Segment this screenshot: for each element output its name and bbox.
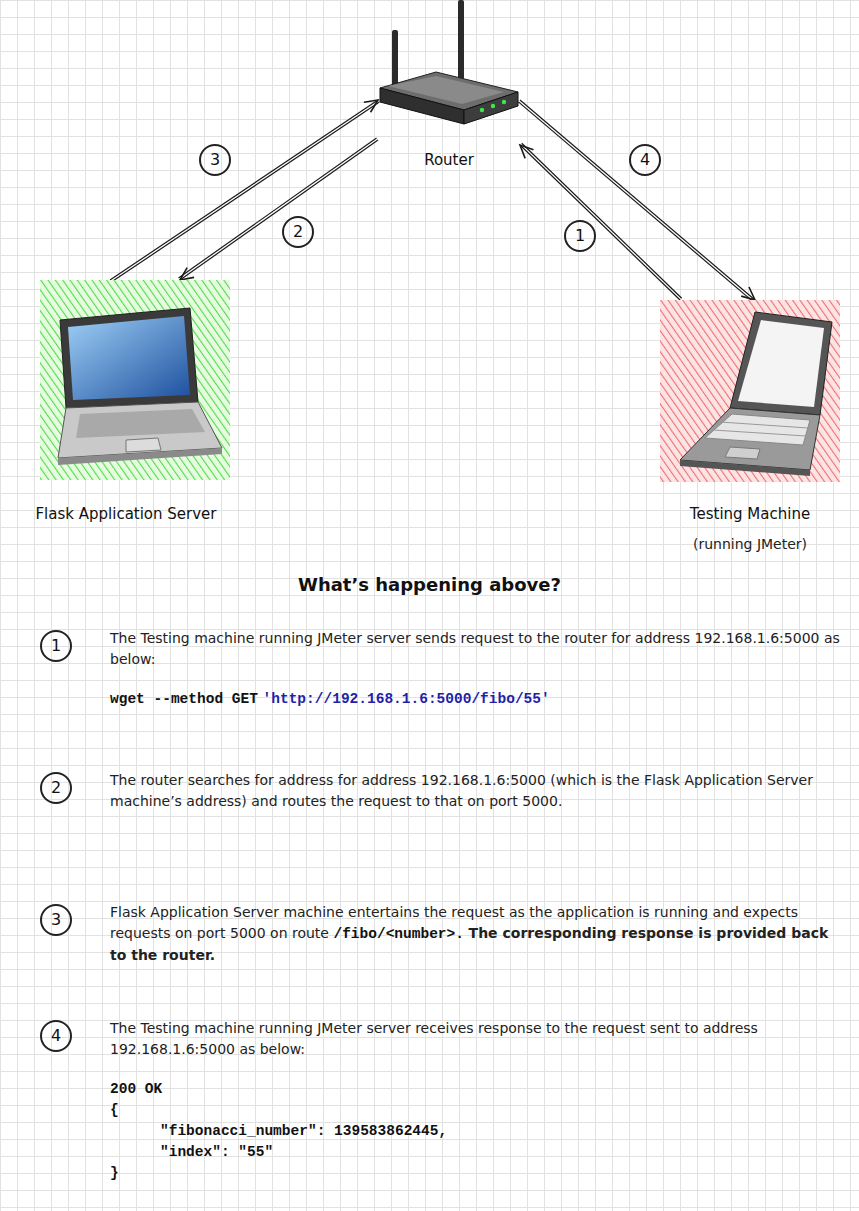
step-sentence: The Testing machine running JMeter serve… [110, 630, 840, 667]
code-line: "fibonacci_number": 139583862445, [110, 1120, 845, 1141]
step-paragraph: The Testing machine running JMeter serve… [110, 1018, 845, 1060]
step-text: The Testing machine running JMeter serve… [110, 1018, 845, 1183]
code-text: "index": "55" [160, 1144, 273, 1160]
router-illustration [378, 0, 520, 128]
code-line: wget --method GET 'http://192.168.1.6:500… [110, 688, 845, 709]
code-text: "fibonacci_number": 139583862445, [160, 1123, 447, 1139]
code-text: } [110, 1165, 119, 1181]
callout-number: 2 [282, 216, 314, 248]
code-block: 200 OK { "fibonacci_number": 139583862445,… [110, 1078, 845, 1183]
callout-number: 3 [199, 144, 231, 176]
step-paragraph: The router searches for address for addr… [110, 770, 845, 812]
laptop-illustration [660, 300, 840, 482]
section-heading: What’s happening above? [0, 574, 859, 595]
connector-arrow [110, 100, 379, 282]
connector-arrow [179, 138, 378, 280]
code-text: { [110, 1102, 119, 1118]
connector-arrow [518, 100, 755, 302]
callout-number: 4 [629, 144, 661, 176]
code-text: 200 OK [110, 1081, 162, 1097]
step-paragraph: Flask Application Server machine enterta… [110, 902, 845, 966]
code-line: { [110, 1099, 845, 1120]
laptop-illustration [40, 280, 230, 480]
step-text: Flask Application Server machine enterta… [110, 902, 845, 966]
device-label: Flask Application Server [10, 504, 242, 524]
device-node: Testing Machine (running JMeter) [655, 300, 845, 554]
code-block: wget --method GET 'http://192.168.1.6:500… [110, 688, 845, 709]
device-label: Router [378, 150, 520, 170]
step-paragraph: The Testing machine running JMeter serve… [110, 628, 845, 670]
code-text: wget --method GET [110, 691, 258, 707]
step-text: The Testing machine running JMeter serve… [110, 628, 845, 709]
callout-number: 1 [40, 630, 72, 662]
step-sentence: The router searches for address for addr… [110, 772, 813, 809]
callout-number: 2 [40, 772, 72, 804]
step-sentence: The Testing machine running JMeter serve… [110, 1020, 758, 1057]
connector-arrow [520, 143, 682, 300]
step-sentence: /fibo/<number>. [333, 926, 464, 942]
device-node: Flask Application Server [10, 280, 242, 524]
device-sublabel: (running JMeter) [655, 534, 845, 554]
device-label: Testing Machine [655, 504, 845, 524]
code-line: "index": "55" [110, 1141, 845, 1162]
code-line: 200 OK [110, 1078, 845, 1099]
step-text: The router searches for address for addr… [110, 770, 845, 812]
callout-number: 4 [40, 1020, 72, 1052]
callout-number: 3 [40, 904, 72, 936]
device-node: Router [378, 0, 520, 170]
callout-number: 1 [564, 220, 596, 252]
code-text: 'http://192.168.1.6:5000/fibo/55' [263, 691, 550, 707]
code-line: } [110, 1162, 845, 1183]
